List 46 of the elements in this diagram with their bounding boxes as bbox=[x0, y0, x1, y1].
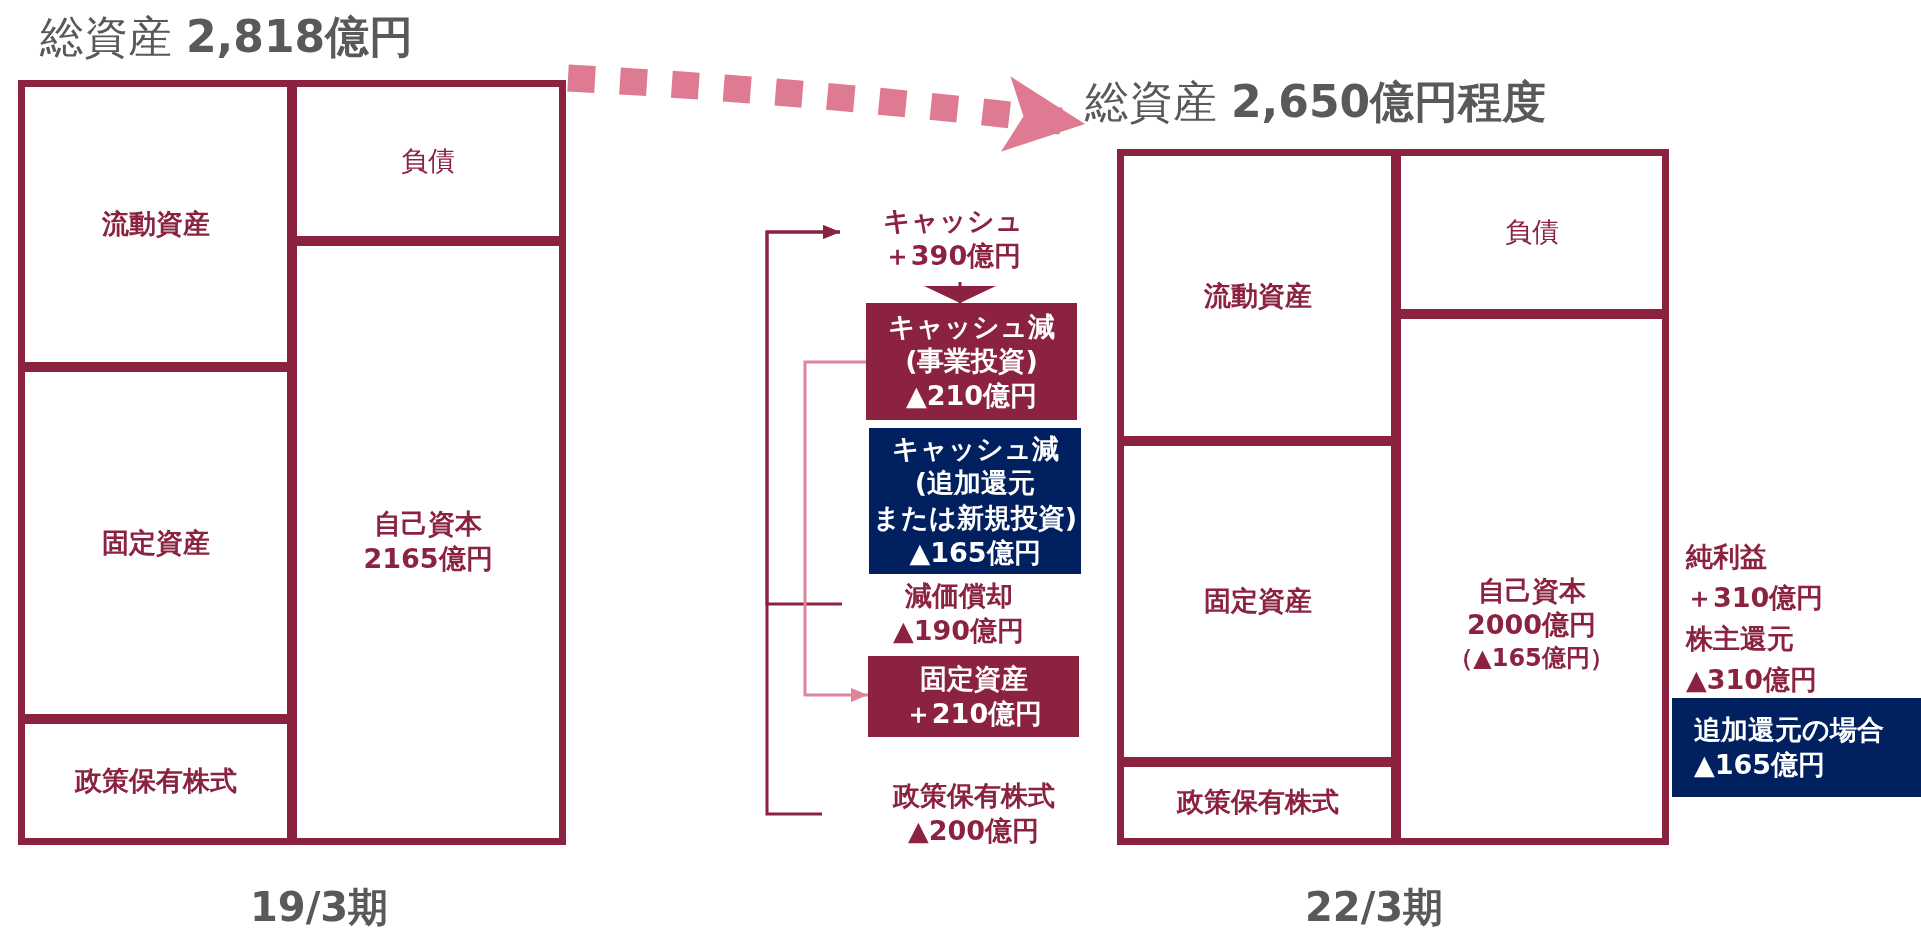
amount-text: 減価償却 bbox=[904, 579, 1013, 614]
bracket-arrow bbox=[765, 225, 840, 816]
side-note: ＋310億円 bbox=[1686, 581, 1824, 615]
box-label: 政策保有株式 bbox=[1176, 785, 1339, 820]
heading-text: 総資産 2,650億円程度 bbox=[1085, 74, 1547, 129]
side-note: 純利益 bbox=[1686, 540, 1767, 574]
heading-text: 総資産 2,818億円 bbox=[40, 10, 414, 64]
dashed-arrow bbox=[567, 64, 1087, 152]
box-label: 追加還元の場合 bbox=[1694, 712, 1884, 747]
box-label: （▲165億円） bbox=[1449, 642, 1614, 674]
box-label: 流動資産 bbox=[102, 207, 210, 242]
amount-text: キャッシュ bbox=[882, 204, 1023, 239]
box-label: 固定資産 bbox=[1203, 584, 1312, 619]
side-note: ▲310億円 bbox=[1686, 663, 1818, 697]
box-label: 2165億円 bbox=[363, 542, 493, 576]
cash-box bbox=[869, 428, 1081, 574]
box-label: (事業投資) bbox=[905, 344, 1038, 379]
cash-box bbox=[868, 656, 1079, 737]
box-label: 固定資産 bbox=[919, 661, 1028, 696]
box-label: キャッシュ減 bbox=[891, 431, 1059, 466]
box-label: (追加還元 bbox=[914, 466, 1036, 501]
box-label: ＋210億円 bbox=[904, 696, 1043, 731]
amount-text: ▲190億円 bbox=[892, 614, 1025, 648]
box-label: 負債 bbox=[1504, 215, 1559, 250]
box-label: 自己資本 bbox=[374, 507, 482, 542]
amount-text: 政策保有株式 bbox=[892, 779, 1055, 814]
box-label: または新規投資) bbox=[872, 501, 1078, 535]
box-label: ▲210億円 bbox=[905, 378, 1038, 413]
box-label: ▲165億円 bbox=[909, 535, 1041, 570]
side-note: 株主還元 bbox=[1686, 622, 1794, 656]
bracket-arrow bbox=[803, 360, 868, 702]
box-label: ▲165億円 bbox=[1694, 747, 1826, 782]
triangle-arrow bbox=[924, 282, 996, 303]
amount-text: ▲200億円 bbox=[907, 814, 1040, 848]
note-box bbox=[1672, 698, 1921, 797]
period-label: 19/3期 bbox=[250, 883, 389, 929]
box-label: 自己資本 bbox=[1477, 573, 1586, 608]
box-label: 負債 bbox=[401, 144, 455, 179]
period-label: 22/3期 bbox=[1305, 883, 1444, 929]
box-label: 流動資産 bbox=[1203, 278, 1312, 313]
amount-text: ＋390億円 bbox=[883, 239, 1022, 273]
box-label: キャッシュ減 bbox=[888, 309, 1055, 344]
box-label: 固定資産 bbox=[102, 525, 210, 560]
box-label: 2000億円 bbox=[1466, 608, 1597, 643]
cash-box bbox=[866, 303, 1077, 420]
box-label: 政策保有株式 bbox=[75, 763, 237, 798]
